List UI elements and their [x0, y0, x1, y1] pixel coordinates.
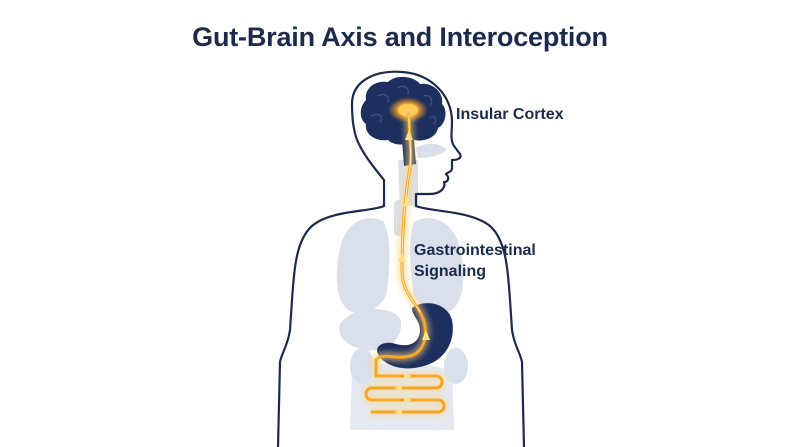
arrow-stomach [422, 330, 430, 340]
intestine-arrows [394, 373, 412, 415]
left-lung [336, 218, 390, 314]
nasal-cavity [416, 143, 446, 158]
gi-signal-pathway [371, 109, 430, 365]
stomach [377, 303, 453, 369]
insular-cortex-label: Insular Cortex [456, 106, 564, 123]
arrow-up-3 [398, 252, 406, 262]
arrow-up-1 [405, 130, 413, 140]
gi-label-line1: Gastrointestinal [414, 242, 536, 259]
right-lung [410, 218, 464, 314]
gi-label-line2: Signaling [414, 263, 486, 280]
liver [339, 309, 402, 351]
signal-arrows [398, 130, 430, 340]
arrow-up-2 [403, 196, 411, 206]
intestines [362, 356, 448, 416]
gi-signaling-label: Gastrointestinal Signaling [414, 240, 536, 282]
diagram-title: Gut-Brain Axis and Interoception [192, 22, 608, 52]
body-outline [276, 70, 526, 447]
brain-folds [371, 85, 437, 125]
intestine-line [364, 358, 446, 414]
